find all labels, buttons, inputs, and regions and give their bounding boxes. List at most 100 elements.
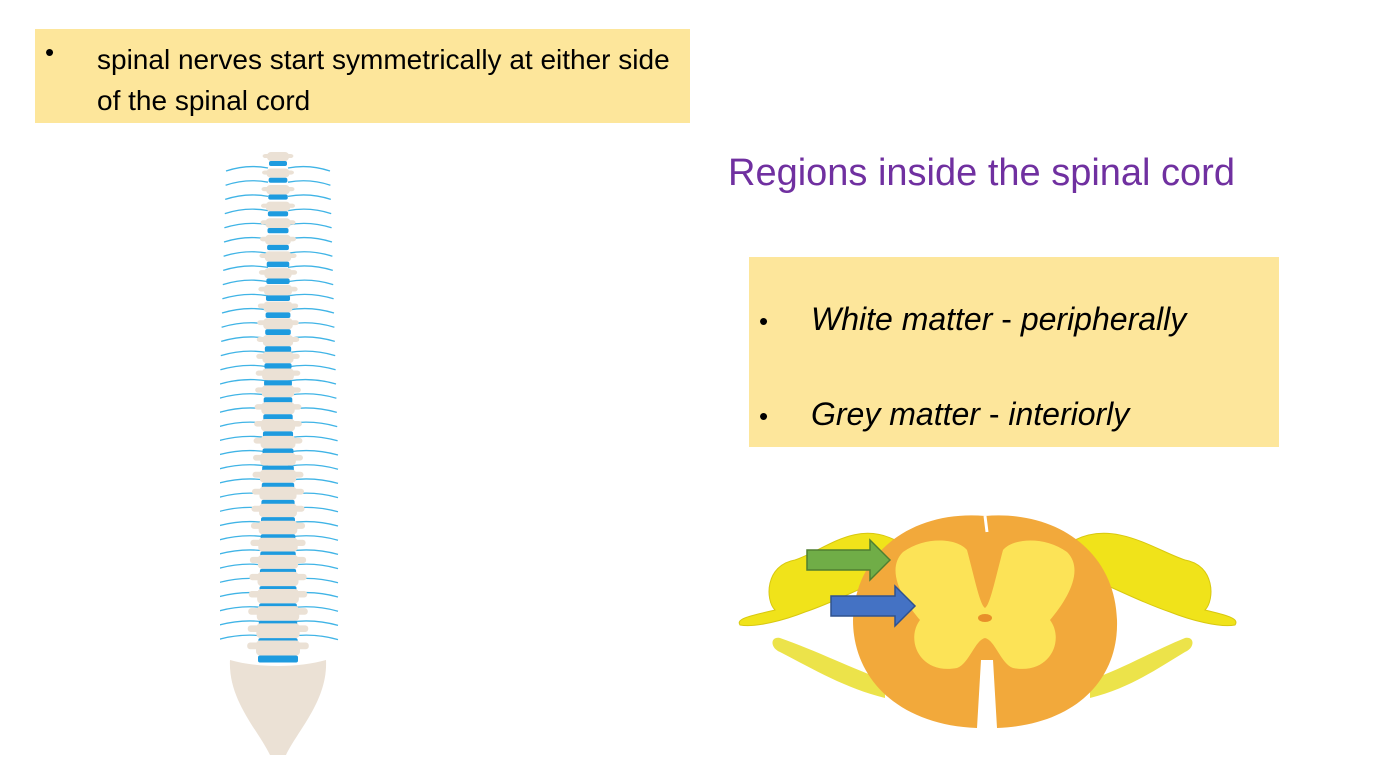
region-separator: -	[992, 301, 1021, 337]
central-canal	[978, 614, 992, 622]
nerve-right	[287, 293, 334, 300]
nerve-right	[287, 279, 334, 286]
intervertebral-disc	[264, 346, 292, 352]
nerve-left	[220, 393, 269, 399]
intervertebral-disc	[267, 228, 289, 234]
nerve-left	[221, 307, 269, 314]
intervertebral-disc	[268, 194, 288, 200]
vertebra-process	[261, 187, 295, 192]
intervertebral-disc	[258, 655, 298, 663]
nerve-right	[287, 251, 333, 257]
vertebra-process	[259, 253, 297, 259]
vertebra-process	[249, 556, 307, 564]
vertebra-process	[248, 591, 308, 598]
right-ventral-root	[1090, 637, 1193, 698]
intervertebral-disc	[263, 414, 293, 421]
spine-illustration	[220, 152, 339, 755]
left-ventral-root	[772, 637, 885, 698]
region-description: peripherally	[1020, 301, 1187, 337]
vertebra-process	[255, 370, 301, 376]
spinal-nerves-text: spinal nerves start symmetrically at eit…	[97, 44, 670, 116]
vertebra-process	[253, 437, 303, 444]
vertebra-process	[256, 353, 300, 359]
spinal-nerves-textbox: • spinal nerves start symmetrically at e…	[35, 29, 690, 123]
region-item-white-matter: • White matter - peripherally	[759, 301, 1186, 338]
vertebra-process	[250, 539, 306, 546]
vertebra-process	[258, 286, 298, 292]
bullet-icon: •	[759, 401, 769, 431]
nerve-right	[287, 208, 332, 215]
intervertebral-disc	[264, 380, 292, 387]
vertebra-process	[248, 608, 308, 615]
nerve-right	[287, 165, 331, 172]
nerve-left	[220, 449, 269, 456]
intervertebral-disc	[266, 278, 290, 285]
intervertebral-disc	[265, 295, 291, 301]
region-term: Grey matter	[811, 396, 980, 432]
vertebra-process	[256, 336, 300, 343]
grey-matter	[895, 540, 1075, 669]
region-term: White matter	[811, 301, 993, 337]
nerve-right	[287, 449, 339, 456]
spinal-cord-cross-section	[738, 515, 1237, 728]
vertebra-process	[262, 154, 294, 159]
nerve-right	[287, 378, 337, 385]
regions-title: Regions inside the spinal cord	[728, 152, 1235, 194]
nerve-right	[287, 364, 336, 371]
regions-textbox: • White matter - peripherally • Grey matte…	[749, 257, 1279, 447]
nerve-left	[220, 364, 269, 371]
nerve-left	[225, 165, 269, 172]
vertebra-process	[251, 505, 305, 512]
nerve-left	[220, 378, 269, 385]
blue-arrow-icon	[830, 584, 917, 628]
bullet-icon: •	[45, 37, 55, 67]
nerve-right	[287, 393, 337, 399]
vertebra-process	[258, 270, 298, 275]
nerve-right	[287, 265, 333, 272]
nerve-left	[225, 180, 269, 186]
intervertebral-disc	[269, 161, 287, 166]
nerve-right	[287, 180, 331, 186]
bullet-icon: •	[759, 306, 769, 336]
vertebra-process	[253, 454, 303, 461]
vertebra-process	[247, 625, 309, 632]
vertebra-process	[257, 303, 299, 309]
intervertebral-disc	[267, 244, 289, 251]
vertebra-process	[249, 573, 307, 581]
nerve-right	[287, 194, 332, 201]
dorsal-groove	[983, 515, 989, 533]
green-arrow-icon	[806, 538, 892, 582]
sacrum	[229, 660, 327, 755]
vertebra-process	[262, 170, 294, 175]
vertebra-process	[247, 642, 309, 650]
intervertebral-disc	[265, 329, 291, 335]
nerve-right	[287, 464, 339, 470]
nerve-right	[287, 307, 335, 314]
right-dorsal-root	[1074, 532, 1237, 627]
intervertebral-disc	[264, 363, 292, 370]
region-description: interiorly	[1008, 396, 1130, 432]
vertebra-process	[255, 387, 301, 393]
vertebra-process	[252, 471, 304, 478]
intervertebral-disc	[268, 177, 288, 183]
vertebra-process	[257, 320, 299, 326]
nerve-left	[222, 293, 269, 300]
vertebra-process	[250, 522, 306, 529]
intervertebral-disc	[267, 211, 289, 217]
nerve-left	[222, 279, 269, 286]
vertebra-process	[259, 236, 297, 242]
vertebra-process	[254, 421, 302, 427]
intervertebral-disc	[263, 397, 293, 404]
nerve-left	[220, 350, 269, 357]
nerve-left	[223, 251, 269, 257]
nerve-left	[220, 464, 269, 470]
region-separator: -	[979, 396, 1009, 432]
nerve-left	[224, 194, 269, 201]
vertebra-process	[251, 488, 305, 495]
intervertebral-disc	[266, 261, 290, 268]
nerve-left	[224, 208, 269, 215]
intervertebral-disc	[262, 431, 294, 438]
region-item-grey-matter: • Grey matter - interiorly	[759, 396, 1129, 433]
nerve-left	[223, 265, 269, 272]
